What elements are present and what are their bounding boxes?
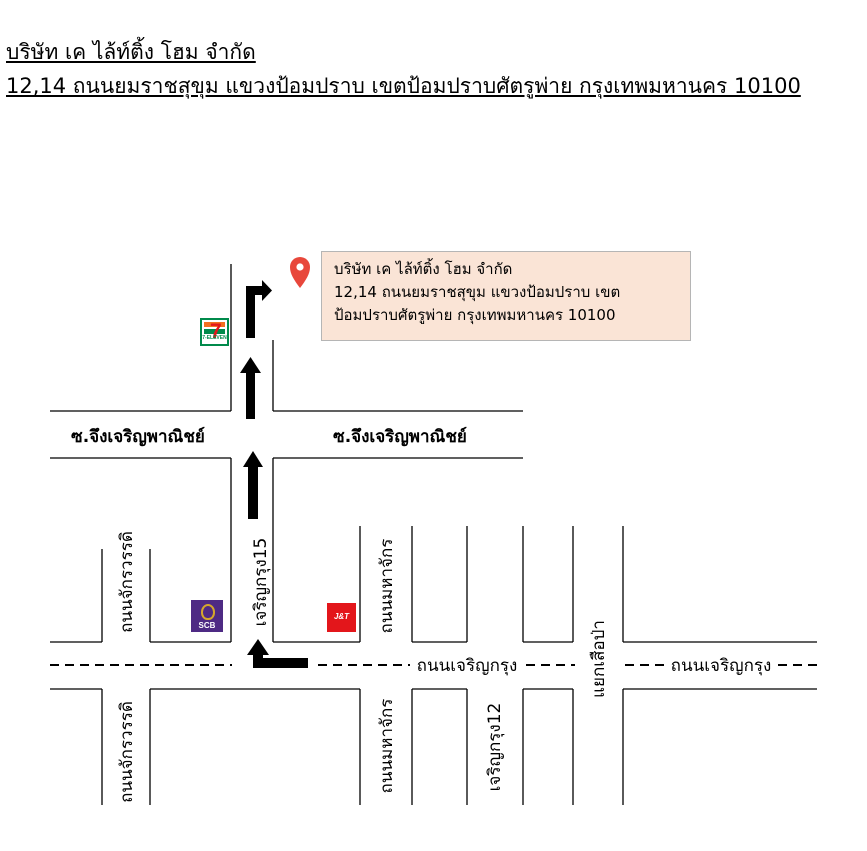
road-edges [50,264,817,805]
soi-label-right: ซ.จึงเจริญพาณิชย์ [333,426,467,447]
scb-label: SCB [198,621,216,630]
route-arrow-head [240,357,261,373]
mahachak-road-label-top: ถนนมหาจักร [377,539,397,634]
jnt-label: J&T [333,612,350,621]
route-arrow-segment [253,653,263,668]
callout-company-name: บริษัท เค ไล้ท์ติ้ง โฮม จำกัด [334,260,513,278]
scb-bank-icon: SCB [191,600,223,632]
charoenkrung-road-label-2: ถนนเจริญกรุง [671,656,772,676]
seven-eleven-icon: 7 7-ELEVEN [200,318,229,346]
route-arrows [240,280,308,668]
chakkrawat-road-label-bottom: ถนนจักรวรรดิ [117,701,137,803]
charoenkrung12-label: เจริญกรุง12 [485,703,505,792]
location-pin-icon [290,257,310,288]
route-arrow-head [262,280,272,301]
address-callout: บริษัท เค ไล้ท์ติ้ง โฮม จำกัด 12,14 ถนนย… [321,251,691,341]
route-arrow-segment [246,372,255,419]
chakkrawat-road-label-top: ถนนจักรวรรดิ [117,531,137,633]
route-arrow-segment [253,658,308,668]
route-arrow-segment [248,466,258,519]
company-address-heading: 12,14 ถนนยมราชสุขุม แขวงป้อมปราบ เขตป้อม… [6,74,801,98]
route-arrow-head [243,451,263,467]
route-arrow-segment [246,286,255,338]
route-arrow-head [247,639,269,655]
charoenkrung15-label: เจริญกรุง15 [251,538,271,627]
company-name-heading: บริษัท เค ไล้ท์ติ้ง โฮม จำกัด [6,40,256,64]
seven-eleven-label: 7-ELEVEN [202,335,227,341]
mahachak-road-label-bottom: ถนนมหาจักร [377,699,397,794]
yaek-suea-pa-label: แยกเสือป่า [589,620,609,698]
charoenkrung-road-label-1: ถนนเจริญกรุง [417,656,518,676]
callout-address-line-2: ป้อมปราบศัตรูพ่าย กรุงเทพมหานคร 10100 [334,306,616,324]
route-arrow-segment [246,286,264,295]
jnt-express-icon: J&T [327,603,356,632]
callout-address-line-1: 12,14 ถนนยมราชสุขุม แขวงป้อมปราบ เขต [334,283,621,301]
soi-label-left: ซ.จึงเจริญพาณิชย์ [71,426,205,447]
